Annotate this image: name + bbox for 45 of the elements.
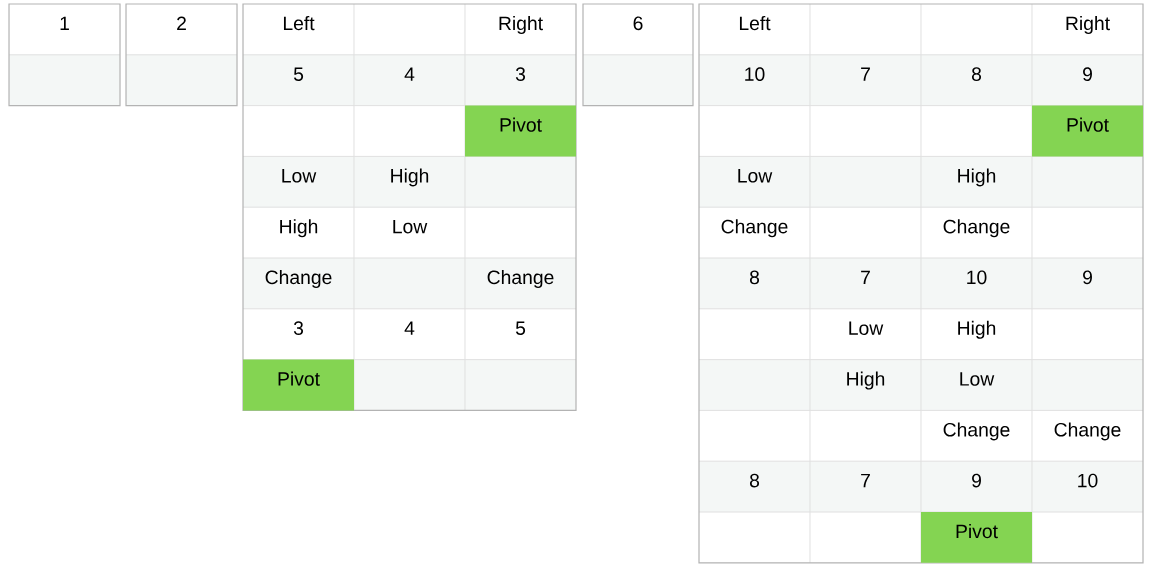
cell-text: Low xyxy=(393,219,428,234)
cell-text: Change xyxy=(487,270,554,288)
cell-text: 9 xyxy=(1083,270,1092,285)
cell-text: 5 xyxy=(515,321,526,335)
cell-text: High xyxy=(391,168,429,187)
cell-text: 10 xyxy=(1078,473,1098,488)
cell-text: Low xyxy=(960,372,995,386)
cell-text: 5 xyxy=(293,67,304,81)
cell-text: 10 xyxy=(967,270,987,285)
cell-text: Left xyxy=(739,16,771,31)
cell-text: High xyxy=(847,371,885,390)
highlighted-cell: Pivot xyxy=(243,359,354,411)
cell-text: Right xyxy=(1066,16,1110,34)
cell-text: 9 xyxy=(1083,67,1092,81)
cell-text: 7 xyxy=(861,473,870,488)
cell-text: 8 xyxy=(971,67,982,81)
cell-text: Right xyxy=(499,16,543,34)
cell-text: 9 xyxy=(972,473,981,488)
cell-text: Change xyxy=(721,219,788,238)
cell-text: 4 xyxy=(404,67,415,81)
cell-text: 8 xyxy=(749,473,760,488)
cell-text: 4 xyxy=(404,321,415,335)
cell-text: Change xyxy=(943,422,1010,441)
highlighted-cell: Pivot xyxy=(921,512,1032,563)
cell-text: Change xyxy=(265,270,332,288)
cell-text: 1 xyxy=(60,16,69,30)
cell-text: Left xyxy=(284,16,315,31)
cell-text: 2 xyxy=(177,16,186,30)
cell-text: 6 xyxy=(633,16,643,31)
cell-text: 10 xyxy=(745,67,765,81)
cell-text: High xyxy=(280,219,318,238)
cell-text: High xyxy=(958,320,996,339)
cell-text: Low xyxy=(738,169,773,183)
cell-text: Low xyxy=(849,321,884,335)
cell-text: High xyxy=(958,168,996,187)
highlighted-cell: Pivot xyxy=(1032,105,1143,157)
highlighted-cell: Pivot xyxy=(465,105,576,157)
cell-text: 8 xyxy=(749,270,760,285)
cell-text: Low xyxy=(282,169,317,183)
cell-text: 7 xyxy=(861,270,870,284)
cell-text: Change xyxy=(1054,422,1121,441)
cell-text: 3 xyxy=(293,321,304,335)
cell-text: 3 xyxy=(515,67,526,81)
cell-text: 7 xyxy=(861,67,870,81)
cell-text: Change xyxy=(943,219,1010,238)
